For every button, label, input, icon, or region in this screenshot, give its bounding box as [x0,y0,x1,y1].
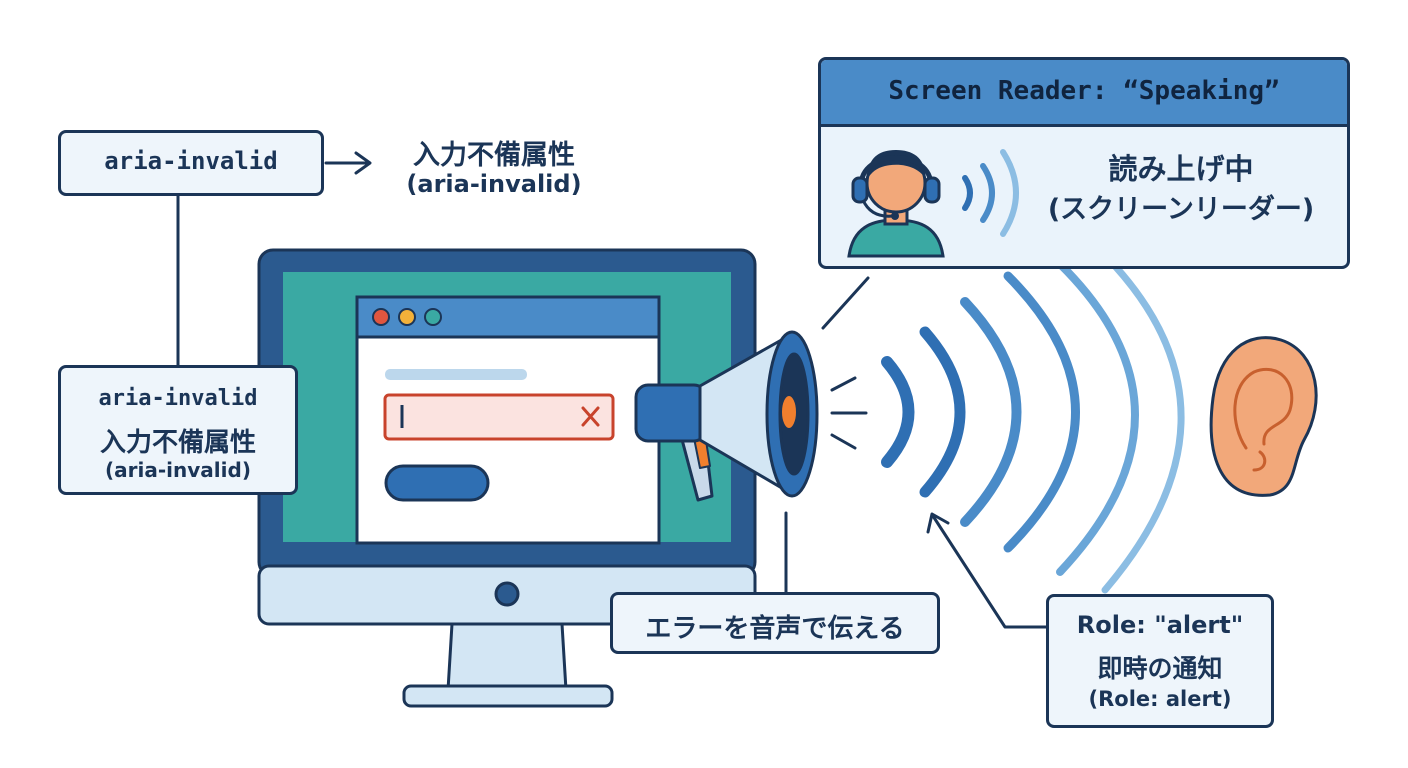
headset-user-icon [847,150,945,258]
speak-error-text: エラーを音声で伝える [645,614,905,644]
submit-button-shape [384,464,490,502]
role-alert-en-text: (Role: alert) [1088,687,1232,711]
aria-invalid-en-text: (aria-invalid) [406,170,582,198]
screen-reader-status-sub: (スクリーンリーダー) [1047,194,1315,225]
screen-reader-panel: Screen Reader: “Speaking” 読み上げ中 (スクリーンリー… [818,57,1350,269]
speak-error-callout: エラーを音声で伝える [610,592,940,654]
sound-lines [830,376,868,450]
invalid-input-field [383,393,615,441]
role-alert-callout: Role: "alert" 即時の通知 (Role: alert) [1046,594,1274,728]
aria-invalid-en-text: (aria-invalid) [105,458,251,482]
aria-invalid-ja-text: 入力不備属性 [413,140,575,171]
megaphone-icon [634,330,819,502]
aria-invalid-ja-text: 入力不備属性 [99,428,256,458]
aria-invalid-code-label: aria-invalid [98,386,258,411]
browser-window [355,295,661,545]
close-icon [581,406,600,427]
speaking-waves-icon [962,149,1019,237]
aria-invalid-code-label: aria-invalid [104,147,278,175]
sound-waves-icon [881,260,1185,594]
role-alert-ja-text: 即時の通知 [1097,654,1223,683]
ear-icon [1209,336,1318,497]
role-alert-code-text: Role: "alert" [1076,611,1244,639]
aria-invalid-code-box: aria-invalid [58,130,324,196]
screen-reader-status-ja: 読み上げ中 [1108,152,1254,186]
screen-reader-header: Screen Reader: “Speaking” [821,60,1347,127]
screen-reader-title: Screen Reader: “Speaking” [888,76,1280,106]
aria-invalid-field-callout: aria-invalid 入力不備属性 (aria-invalid) [58,365,298,495]
